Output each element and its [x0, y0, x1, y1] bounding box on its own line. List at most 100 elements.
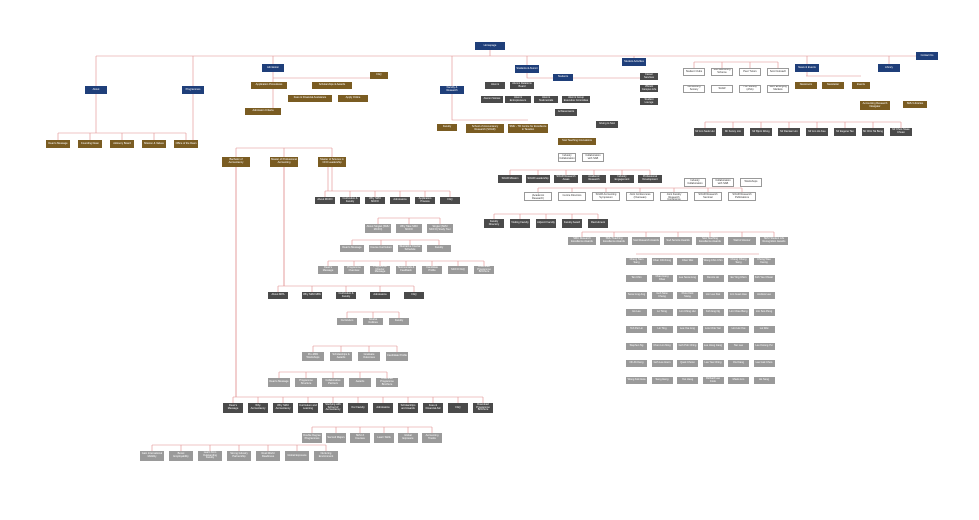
- node-stephen-ng: Stephen Ng: [626, 343, 647, 350]
- node-faculty: Faculty: [437, 124, 457, 131]
- node-smu-teaching-excellence-awards: SMU Teaching Excellence Awards: [600, 237, 628, 245]
- node-seow-ling-ang: Seow Ling Ang: [626, 292, 647, 299]
- node-soar-research-areas: SOAR Research Areas: [554, 175, 578, 183]
- node-chen-wei: Chen Wei: [677, 258, 698, 265]
- node-curriculum: Curriculum: [337, 318, 357, 325]
- node-pre-mpa-workshops: Pre-MPA Workshops: [302, 352, 324, 361]
- node-programme-overview: Programme Overview: [344, 266, 364, 274]
- node-soar-research-seminar: SOAR Research Seminar: [694, 192, 722, 201]
- node-dean-s-message: Dean's Message: [340, 245, 364, 252]
- node-mr-lim-seok-hui: Mr Lim Seok Hui: [694, 128, 716, 136]
- node-newsroom: Newsroom: [795, 82, 817, 89]
- node-andrew-lee: Andrew Lee: [753, 292, 775, 299]
- node-mission-values: Mission & Values: [142, 140, 166, 148]
- node-admissions: Admissions: [390, 197, 410, 204]
- node-advisory-board-academic-research: Advisory Board (Academic Research): [524, 192, 552, 201]
- node-khoo-kiok-siang: Khoo Kiok Siang: [677, 292, 698, 299]
- node-lee-yee-ching: Lee Yee Ching: [702, 360, 724, 367]
- node-about: About: [85, 86, 107, 94]
- node-global-exposure: Global Exposure: [285, 451, 309, 461]
- node-candidate-profile: Candidate Profile: [386, 352, 408, 361]
- node-lee-yee-ling: Lee Yee Ling: [677, 326, 698, 333]
- node-admissions: Admissions: [373, 403, 393, 413]
- connector-line: [526, 73, 649, 79]
- node-mr-eugene-tan: Mr Eugene Tan: [834, 128, 856, 136]
- node-graduate-outcomes: Graduate Outcomes: [358, 352, 380, 361]
- node-faq: FAQ: [440, 197, 460, 204]
- node-industry-engagement: Industry Engagement: [610, 175, 634, 183]
- node-news-events: News & Events: [795, 64, 819, 72]
- node-learn-skills: Learn Skills: [374, 433, 394, 443]
- node-accounting-tracks: Accounting Tracks: [422, 433, 442, 443]
- node-mr-lim-ho-kee: Mr Lim Ho Kee: [806, 128, 828, 136]
- node-collaboration-with-sab: Collaboration with SAB: [712, 178, 734, 187]
- node-seng-heng: Seng Heng: [651, 377, 673, 384]
- node-admissions: Admissions: [370, 292, 390, 299]
- node-giving-to-soa: Giving to SoA: [596, 121, 618, 128]
- node-admission: Admission: [262, 64, 284, 72]
- node-cheng-nam-sang: Cheng Nam Sang: [626, 258, 647, 265]
- node-recruitment: Recruitment: [588, 219, 608, 228]
- node-lin-ting: Lin Ting: [651, 326, 673, 333]
- node-fees-financial-assistance: Fees & Financial Assistance: [288, 95, 332, 102]
- node-scholarships-awards: Scholarships & Awards: [312, 82, 352, 89]
- node-student-activities: Student Activities: [622, 58, 646, 66]
- node-mavis-lim: Mavis Lim: [728, 377, 749, 384]
- node-low-chiu-yan: Low Chiu Yan: [702, 326, 724, 333]
- node-tan-chin: Tan Chin: [626, 275, 647, 282]
- node-collaborative-partners: Collaborative Partners: [322, 378, 344, 387]
- node-smu-tr-centre-for-excellence-in-taxation: SMU - TR Centre for Excellence in Taxati…: [508, 124, 548, 133]
- node-career-services: Career Services: [640, 73, 658, 80]
- node-illustrative-course-schedule: Illustrative Course Schedule: [398, 245, 422, 252]
- node-centre-directors: Centre Directors: [558, 192, 586, 201]
- node-strong-industry-partnership: Strong Industry Partnership: [227, 451, 251, 461]
- node-peer-tutors: Peer Tutors: [739, 68, 761, 76]
- node-why-smu-mcfo: Why SMU MCFO: [365, 197, 385, 204]
- node-wong-kok-hwa: Wong Kok Hwa: [626, 377, 647, 384]
- node-soa-research-awards: SoA Research Awards: [632, 237, 660, 245]
- connector-lines: [57, 50, 928, 451]
- node-soar-leadership: SOAR Leadership: [526, 175, 550, 183]
- node-students: Students: [553, 74, 573, 81]
- node-smu-libraries: SMU Libraries: [903, 101, 927, 108]
- node-lim-chee-beng: Lim Chee Beng: [728, 309, 749, 316]
- node-ho-lee: Ho Lee: [626, 309, 647, 316]
- node-industry-collaboration: Industry Collaboration: [558, 153, 576, 162]
- node-cheng-chong-seng: Cheng Chong Seng: [728, 258, 749, 265]
- node-apply-online: Apply Online: [338, 95, 368, 102]
- node-smu-research-excellence-awards: SMU Research Excellence Awards: [568, 237, 596, 245]
- node-lim-guan-hee: Lim Guan Hee: [728, 292, 749, 299]
- node-goh-siew-cheng: Goh Siew Cheng: [651, 292, 673, 299]
- node-bachelor-of-accountancy: Bachelor of Accountancy: [222, 157, 250, 167]
- node-alumni-testimonials: Alumni Testimonials: [534, 96, 558, 103]
- node-smu-nus-ntu-joint-faculty-research-conference: SMU-NUS-NTU Joint Faculty Research Confe…: [660, 192, 688, 201]
- node-lee-gek-choo: Lee Gek Choo: [753, 360, 775, 367]
- node-office-of-the-dean: Office of the Dean: [174, 140, 198, 148]
- node-koh-yee-chuan: Koh Yee Chuan: [753, 275, 775, 282]
- node-alumni-entrepreneurs: Alumni Entrepreneurs: [505, 96, 531, 103]
- node-joint-conferences-overseas: Joint Conferences (Overseas): [626, 192, 654, 201]
- node-curriculum-and-learning: Curriculum and Learning: [298, 403, 318, 413]
- node-dean-s-message: Dean's Message: [223, 403, 243, 413]
- node-visiting-faculty: Visiting Faculty: [510, 219, 530, 228]
- node-faq: FAQ: [370, 72, 388, 79]
- node-ow-kiang: Ow Kiang: [728, 360, 749, 367]
- node-admission-criteria: Admission Criteria: [245, 108, 281, 115]
- node-lee-hong-jiang: Lee Hong Jiang: [702, 343, 724, 350]
- node-library: Library: [878, 64, 900, 72]
- node-advisory-board: Advisory Board: [110, 140, 134, 148]
- node-soa-mentoring-scheme: SoA Mentoring Scheme: [711, 68, 733, 76]
- node-ho-seng: Ho Seng: [753, 377, 775, 384]
- node-lee-kwong-yui: Lee Kwong Yui: [753, 343, 775, 350]
- node-accounting-research-navigator: Accounting Research Navigator: [860, 101, 890, 110]
- node-application-process: Application Process: [415, 197, 435, 204]
- node-the-society-asa: The Society (ASA): [739, 85, 761, 93]
- node-chen-lim-ning: Chen Lim Ning: [651, 343, 673, 350]
- node-studying-with-school-of-accountancy: Studying with School of Accountancy: [323, 403, 343, 413]
- node-events: Events: [852, 82, 870, 89]
- node-lee-seow-ling: Lee Seow Ling: [677, 275, 698, 282]
- node-programme-structure: Programme Structure: [295, 378, 317, 387]
- node-goh-poh-ching: Goh Poh Ching: [677, 343, 698, 350]
- node-alumni-relations-board: Alumni Relations Board: [510, 82, 534, 89]
- node-awards: Awards: [349, 378, 371, 387]
